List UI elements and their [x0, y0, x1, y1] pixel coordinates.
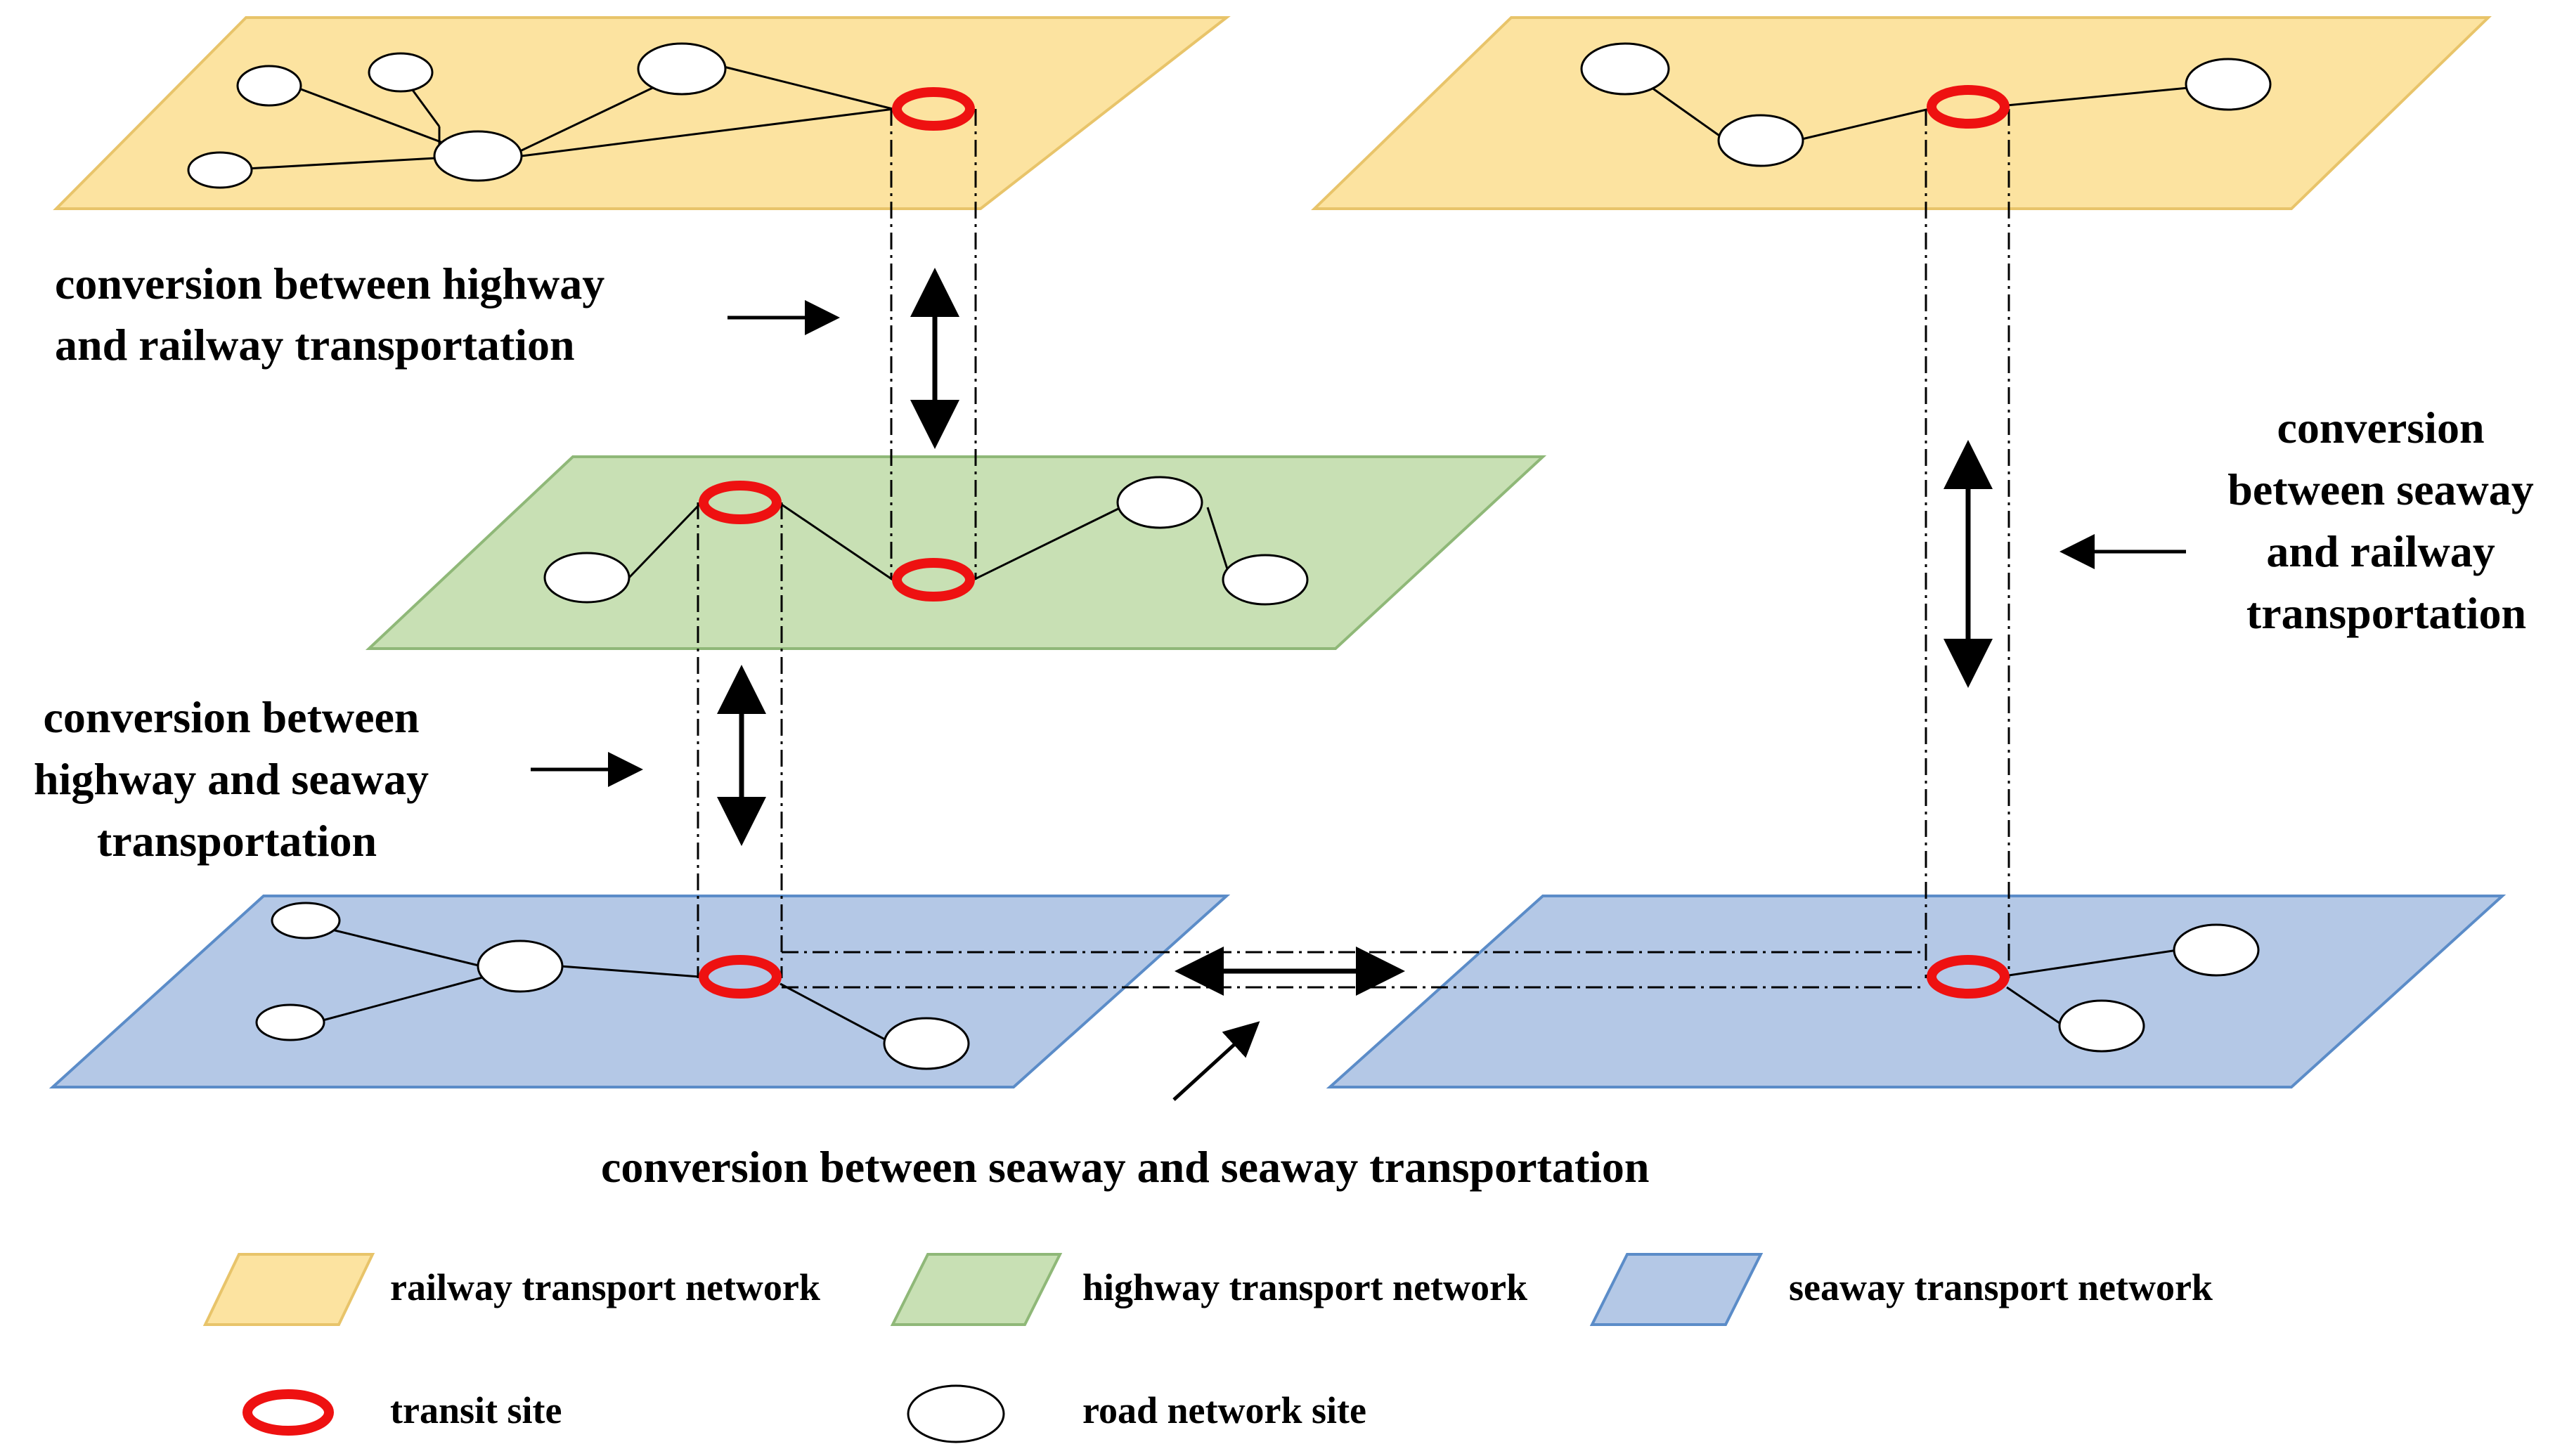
- road-site: [236, 65, 302, 107]
- road-site: [1580, 42, 1670, 96]
- road-site: [477, 940, 564, 993]
- road-site: [433, 130, 523, 182]
- transit-site: [699, 481, 782, 524]
- label-highway-seaway: conversion between highway and seaway tr…: [34, 692, 440, 866]
- road-site: [255, 1003, 325, 1041]
- transit-sites: [699, 85, 2010, 999]
- pointer-arrows: [531, 300, 2186, 1101]
- road-site: [271, 902, 341, 940]
- legend-road-site-icon: [907, 1384, 1005, 1443]
- label-highway-railway: conversion between highway and railway t…: [55, 259, 616, 370]
- transit-site: [1927, 955, 2010, 999]
- conversion-arrows: [717, 268, 1993, 996]
- road-site: [637, 42, 727, 96]
- road-network-sites: [187, 42, 2272, 1070]
- legend: railway transport network highway transp…: [202, 1253, 2213, 1443]
- road-site: [1717, 114, 1804, 167]
- seaway-plane-right: [1326, 895, 2507, 1088]
- legend-label-transit: transit site: [390, 1389, 562, 1431]
- road-site: [368, 52, 434, 93]
- railway-plane-left: [53, 16, 1231, 210]
- legend-label-road: road network site: [1082, 1389, 1366, 1431]
- transit-site: [1927, 85, 2010, 129]
- road-site: [1222, 554, 1309, 606]
- road-site: [2173, 923, 2260, 977]
- seaway-plane-left: [48, 895, 1231, 1088]
- railway-plane-right: [1311, 16, 2492, 210]
- legend-swatch-highway: [890, 1253, 1063, 1326]
- highway-plane: [365, 455, 1547, 650]
- road-site: [543, 552, 630, 604]
- transit-site: [699, 955, 782, 999]
- road-site: [883, 1017, 970, 1070]
- road-site: [187, 151, 253, 189]
- label-seaway-railway: conversion between seaway and railway tr…: [2227, 403, 2544, 638]
- transit-site: [892, 87, 975, 131]
- road-site: [1116, 476, 1203, 529]
- legend-label-railway: railway transport network: [390, 1266, 820, 1308]
- legend-label-highway: highway transport network: [1082, 1266, 1527, 1308]
- legend-swatch-railway: [202, 1253, 375, 1326]
- road-site: [2058, 999, 2145, 1053]
- legend-swatch-seaway: [1589, 1253, 1764, 1326]
- network-edges: [221, 65, 2189, 1045]
- legend-transit-site-icon: [242, 1389, 334, 1436]
- transit-site: [892, 558, 975, 602]
- pointer-arrow-seaway-seaway: [1172, 1021, 1260, 1101]
- label-seaway-seaway: conversion between seaway and seaway tra…: [601, 1142, 1650, 1192]
- legend-label-seaway: seaway transport network: [1789, 1266, 2213, 1308]
- road-site: [2185, 58, 2272, 111]
